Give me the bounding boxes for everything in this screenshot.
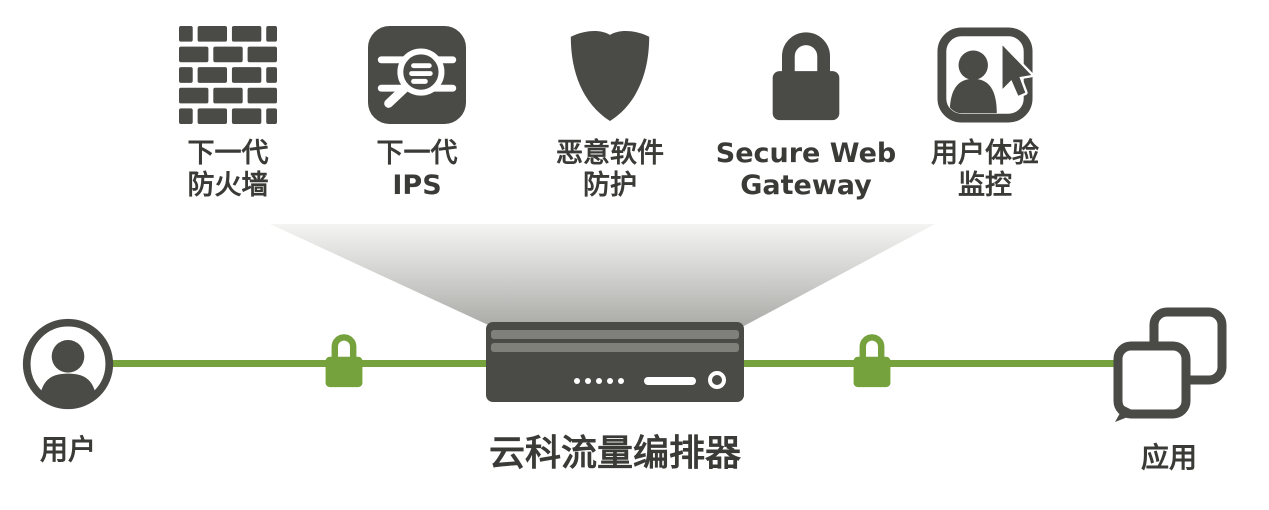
service-funnel	[270, 224, 935, 328]
appliance-power-button	[708, 371, 726, 389]
green-lock-icon	[853, 334, 891, 388]
user-label: 用户	[39, 433, 96, 466]
service-ngfw-label: 下一代 防火墙	[187, 138, 269, 201]
service-secure-web-gateway: Secure Web Gateway	[706, 26, 906, 202]
appliance-vent	[491, 330, 739, 339]
service-ngips: 下一代 IPS	[317, 26, 517, 202]
service-user-experience: 用户体验 监控	[885, 26, 1085, 202]
service-malware-protection: 恶意软件 防护	[510, 26, 710, 202]
app-label: 应用	[1140, 441, 1197, 474]
appliance-led	[585, 378, 591, 384]
user-node	[20, 316, 116, 412]
appliance-vent	[491, 343, 739, 352]
ips-magnifier-icon	[368, 26, 466, 124]
user-icon	[22, 318, 114, 410]
appliance-led	[574, 378, 580, 384]
lock-icon	[772, 32, 840, 121]
green-lock-icon	[325, 334, 363, 388]
appliance-slot	[644, 377, 696, 385]
app-node	[1110, 306, 1230, 426]
applications-icon	[1113, 307, 1227, 422]
service-uxm-label: 用户体验 监控	[931, 138, 1039, 201]
user-monitor-icon	[937, 27, 1034, 123]
right-link-lock-icon	[849, 328, 895, 392]
service-ngips-label: 下一代 IPS	[376, 138, 458, 201]
shield-icon	[570, 30, 650, 122]
service-malware-label: 恶意软件 防护	[556, 138, 664, 201]
appliance-led	[607, 378, 613, 384]
orchestrator-appliance	[486, 322, 744, 402]
appliance-led	[596, 378, 602, 384]
orchestrator-label: 云科流量编排器	[488, 433, 741, 474]
left-link-lock-icon	[321, 328, 367, 392]
service-ngfw: 下一代 防火墙	[128, 26, 328, 202]
appliance-led	[618, 378, 624, 384]
service-swg-label: Secure Web Gateway	[715, 138, 897, 201]
firewall-bricks-icon	[179, 26, 277, 124]
